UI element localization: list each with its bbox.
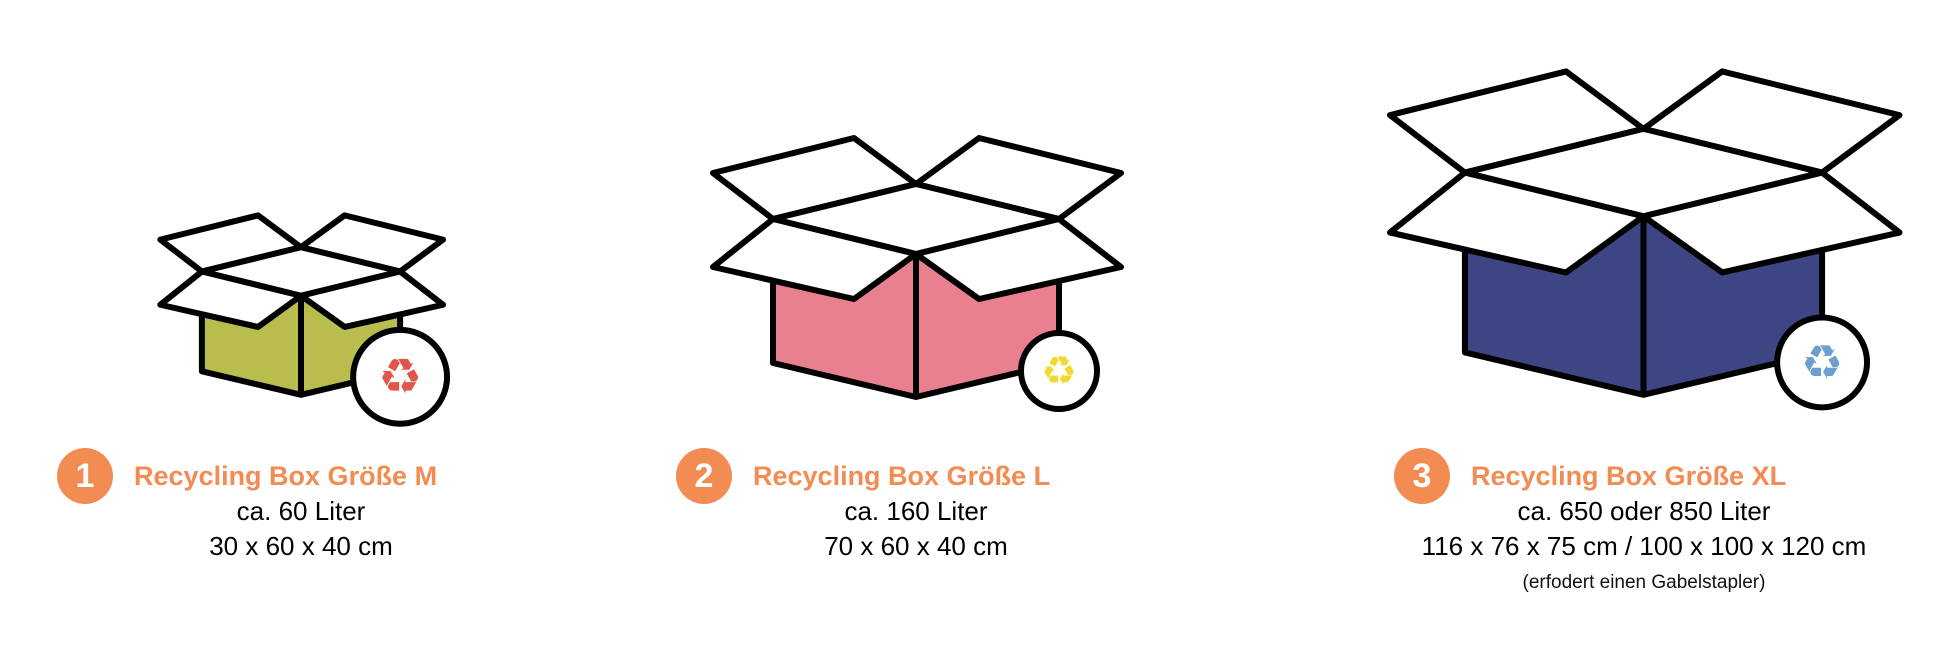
box-illustration-l: ♻ [701,129,1131,449]
box-flap-front-right [301,271,443,326]
title-size-xl: Recycling Box Größe XL [1471,461,1787,491]
box-flap-front-left [1390,173,1644,273]
volume-size-m: ca. 60 Liter [236,496,366,526]
recycle-badge [1777,317,1867,407]
dimensions-size-xl: 116 x 76 x 75 cm / 100 x 100 x 120 cm [1421,531,1867,561]
box-illustration-xl: ♻ [1375,60,1912,460]
box-flap-front-left [160,271,301,326]
box-flap-front-right [916,219,1121,299]
recycle-badge [353,330,447,424]
box-flap-front-left [713,219,916,299]
volume-size-xl: ca. 650 oder 850 Liter [1517,496,1771,526]
forklift-note: (erfodert einen Gabelstapler) [1522,572,1766,593]
dimensions-size-m: 30 x 60 x 40 cm [209,531,393,561]
recycle-icon: ♻ [378,348,422,406]
dimensions-size-l: 70 x 60 x 40 cm [824,531,1008,561]
recycle-icon: ♻ [1801,336,1843,391]
number-badge-3: 3 [1394,448,1450,504]
recycle-badge [1021,333,1097,409]
box-illustration-m: ♻ [152,209,450,431]
title-size-m: Recycling Box Größe M [134,461,438,491]
volume-size-l: ca. 160 Liter [844,496,988,526]
title-size-l: Recycling Box Größe L [753,461,1051,491]
box-flap-front-right [1644,173,1900,273]
number-badge-2: 2 [676,448,732,504]
recycle-icon: ♻ [1041,349,1077,395]
number-badge-1: 1 [57,448,113,504]
